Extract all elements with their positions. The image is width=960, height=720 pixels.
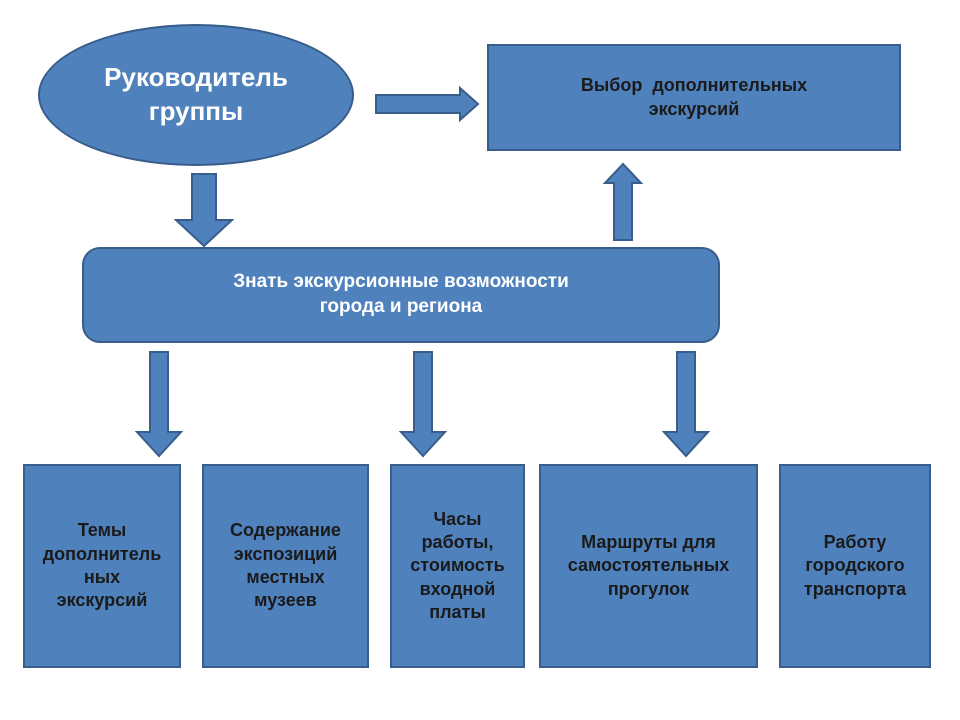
node-themes-line-4: экскурсий — [56, 590, 148, 611]
node-hours-line-2: работы, — [421, 531, 494, 552]
node-choice-line-2: экскурсий — [648, 98, 740, 119]
node-choice-line-1: Выбор дополнительных — [580, 75, 808, 96]
node-hours-line-3: стоимость — [410, 555, 505, 576]
arrow-know-to-choice — [602, 162, 644, 241]
node-museums-line-1: Содержание — [230, 520, 341, 541]
arrow-leader-to-know — [173, 173, 235, 248]
node-know-line-2: города и региона — [319, 296, 483, 317]
node-themes-line-1: Темы — [77, 520, 127, 541]
node-know: Знать экскурсионные возможности города и… — [82, 247, 720, 343]
node-themes: Темы дополнитель ных экскурсий — [23, 464, 181, 668]
node-themes-line-2: дополнитель — [42, 543, 162, 564]
node-routes-line-3: прогулок — [607, 578, 690, 599]
node-museums-line-2: экспозиций — [233, 543, 338, 564]
arrow-leader-to-choice — [375, 85, 480, 123]
node-routes-line-1: Маршруты для — [581, 531, 716, 552]
node-hours-line-1: Часы — [433, 508, 482, 529]
arrow-know-to-themes — [134, 351, 184, 458]
node-routes-line-2: самостоятельных — [567, 555, 730, 576]
node-museums-line-4: музеев — [254, 590, 317, 611]
node-hours-line-5: платы — [429, 602, 486, 623]
node-hours-line-4: входной — [419, 578, 496, 599]
node-leader: Руководитель группы — [38, 24, 354, 166]
node-transport-line-1: Работу — [823, 531, 887, 552]
node-routes: Маршруты для самостоятельных прогулок — [539, 464, 758, 668]
node-know-line-1: Знать экскурсионные возможности — [233, 271, 569, 293]
node-transport: Работу городского транспорта — [779, 464, 931, 668]
arrow-know-to-hours — [398, 351, 448, 458]
node-themes-line-3: ных — [83, 567, 121, 587]
node-leader-line-2: группы — [148, 96, 244, 126]
node-museums-line-3: местных — [246, 567, 325, 587]
node-leader-line-1: Руководитель — [104, 62, 288, 93]
node-choice: Выбор дополнительных экскурсий — [487, 44, 901, 151]
node-transport-line-3: транспорта — [803, 578, 907, 599]
node-museums: Содержание экспозиций местных музеев — [202, 464, 369, 668]
node-transport-line-2: городского — [805, 555, 905, 576]
arrow-know-to-routes — [661, 351, 711, 458]
node-hours: Часы работы, стоимость входной платы — [390, 464, 525, 668]
